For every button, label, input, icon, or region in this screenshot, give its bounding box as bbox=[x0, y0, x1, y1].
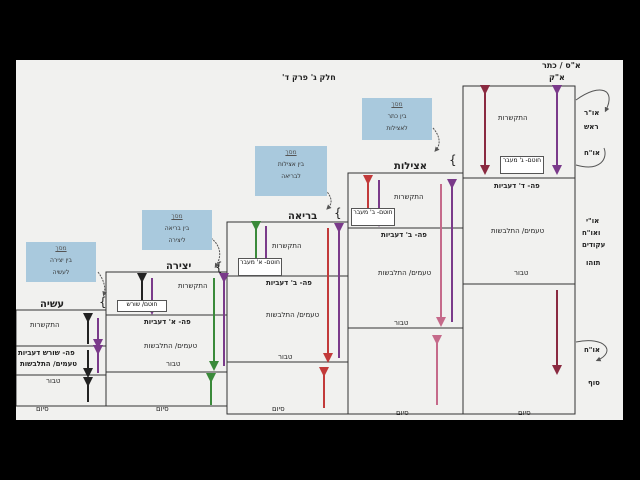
ak-halb: טעמים/ התלבשות bbox=[491, 227, 545, 235]
level-name-yetzirah: יצירה bbox=[166, 261, 192, 272]
atzilut-end: סיום bbox=[396, 409, 409, 417]
ak-tavur: טבור bbox=[514, 269, 529, 277]
assiyah-link: התקשרות bbox=[30, 321, 60, 329]
yetzirah-tavur: טבור bbox=[166, 360, 181, 368]
beriah-end: סיום bbox=[272, 405, 285, 413]
yetzirah-link: התקשרות bbox=[178, 282, 208, 290]
beriah-halb: טעמים/ התלבשות bbox=[266, 311, 320, 319]
ak-peh: פה- ד' דעביות bbox=[494, 182, 540, 190]
top-right-line2: א"ק bbox=[549, 73, 565, 82]
ak-end: סיום bbox=[518, 409, 531, 417]
ak-link: התקשרות bbox=[498, 114, 528, 122]
yetzirah-halb: טעמים/ התלבשות bbox=[144, 342, 198, 350]
atzilut-tavur: טבור bbox=[394, 319, 409, 327]
yetzirah-peh: פה- א' דעביות bbox=[144, 318, 191, 326]
level-name-beriah: בריאה bbox=[288, 211, 318, 222]
side-rosh: ראש bbox=[584, 123, 599, 131]
svg-text:{: { bbox=[449, 153, 457, 167]
side-vaoh: ואו"ח bbox=[582, 229, 601, 237]
diagram-lines: { { { { bbox=[16, 85, 610, 415]
assiyah-end: סיום bbox=[36, 405, 49, 413]
side-oh: או"ח bbox=[584, 149, 600, 157]
side-tohu: תוהו bbox=[586, 259, 601, 267]
level-name-atzilut: אצילות bbox=[394, 161, 428, 172]
page-title: חלק ג' פרק ד' bbox=[282, 73, 336, 82]
side-oh2: או"ח bbox=[584, 346, 600, 354]
side-sof: סוף bbox=[588, 379, 600, 387]
yetzirah-box: חוטם/ שורש bbox=[117, 300, 167, 312]
svg-text:{: { bbox=[215, 260, 223, 274]
atzilut-halb: טעמים/ התלבשות bbox=[378, 269, 432, 277]
side-mekudim: עקודים bbox=[582, 241, 606, 249]
level-name-assiyah: עשיה bbox=[40, 299, 65, 310]
assiyah-halb: טעמים/ התלבשות bbox=[20, 360, 77, 368]
top-right-line1: א"ס / כתר bbox=[542, 61, 581, 70]
beriah-box: חוטם- א' מעבר bbox=[238, 258, 282, 276]
atzilut-peh: פה- ב' דעביות bbox=[381, 231, 427, 239]
ak-box: חוטם- ג' מעבר bbox=[500, 156, 544, 174]
svg-text:{: { bbox=[99, 295, 107, 309]
yetzirah-end: סיום bbox=[156, 405, 169, 413]
side-oi: או"י bbox=[586, 217, 600, 225]
assiyah-tavur: טבור bbox=[46, 377, 61, 385]
assiyah-peh: פה- שורש דעביות bbox=[18, 349, 75, 357]
beriah-tavur: טבור bbox=[278, 353, 293, 361]
beriah-peh: פה- ב' דעביות bbox=[266, 279, 312, 287]
atzilut-box: חוטם- ב' מעבר bbox=[351, 208, 395, 226]
atzilut-link: התקשרות bbox=[394, 193, 424, 201]
beriah-link: התקשרות bbox=[272, 242, 302, 250]
svg-text:{: { bbox=[334, 206, 342, 220]
side-or: או"ר bbox=[584, 109, 600, 117]
